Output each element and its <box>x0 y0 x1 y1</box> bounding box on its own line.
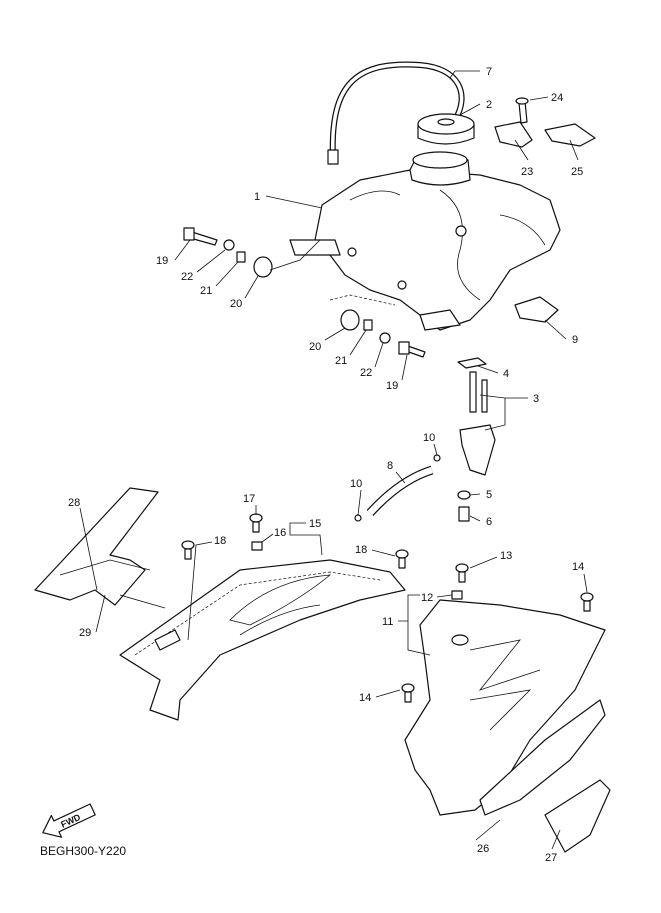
callout-21-upper: 21 <box>200 285 212 297</box>
callout-16: 16 <box>274 527 286 539</box>
fuel-cap <box>417 113 475 145</box>
callout-5: 5 <box>486 489 492 501</box>
bolt-14-left <box>401 683 415 703</box>
callout-14-right: 14 <box>572 561 584 573</box>
decal-28 <box>34 487 159 606</box>
decal-26 <box>479 699 606 816</box>
callout-9: 9 <box>572 334 578 346</box>
bolt-13 <box>455 563 469 583</box>
callout-24: 24 <box>551 92 563 104</box>
callout-23: 23 <box>521 166 533 178</box>
callout-28: 28 <box>68 497 80 509</box>
callout-18-right: 18 <box>355 544 367 556</box>
callout-25: 25 <box>571 166 583 178</box>
callout-10-lower: 10 <box>350 478 362 490</box>
diagram-code: BEGH300-Y220 <box>40 844 126 858</box>
part-9 <box>514 296 559 323</box>
callout-27: 27 <box>545 852 557 864</box>
clip-10 <box>433 454 441 462</box>
bracket-23 <box>494 121 533 148</box>
callout-14-left: 14 <box>359 692 371 704</box>
callout-17: 17 <box>243 493 255 505</box>
callout-4: 4 <box>503 368 509 380</box>
bolt-14-right <box>580 592 594 612</box>
bolt-18-left <box>181 540 195 560</box>
clip-10-lower <box>354 514 362 522</box>
callout-20-upper: 20 <box>230 298 242 310</box>
callout-20-lower: 20 <box>309 341 321 353</box>
callout-22-lower: 22 <box>360 367 372 379</box>
callout-10-upper: 10 <box>423 432 435 444</box>
collar-16 <box>251 541 263 551</box>
callout-11: 11 <box>382 616 393 628</box>
callout-21-lower: 21 <box>335 355 347 367</box>
callout-12: 12 <box>421 592 433 604</box>
callout-19-lower: 19 <box>386 380 398 392</box>
side-cover-15 <box>119 559 406 721</box>
callout-18-left: 18 <box>214 535 226 547</box>
callout-19-upper: 19 <box>156 255 168 267</box>
callout-7: 7 <box>486 66 492 78</box>
bolt-18-right <box>395 549 409 569</box>
screw-17 <box>249 513 263 533</box>
callout-22-upper: 22 <box>181 271 193 283</box>
bracket-25 <box>544 123 596 147</box>
collar-12 <box>451 590 463 600</box>
mount-hardware-lower <box>329 294 426 358</box>
fwd-arrow-icon: FWD <box>42 803 96 838</box>
callout-2: 2 <box>486 99 492 111</box>
leader-lines <box>79 70 588 850</box>
mount-hardware-upper <box>183 227 321 278</box>
callout-29: 29 <box>79 627 91 639</box>
callout-13: 13 <box>500 550 512 562</box>
fuel-tank <box>289 151 561 331</box>
decal-27 <box>544 779 611 853</box>
breather-hose <box>329 61 465 161</box>
callout-3: 3 <box>533 393 539 405</box>
callout-26: 26 <box>477 843 489 855</box>
hose-end <box>327 149 339 165</box>
callout-6: 6 <box>486 516 492 528</box>
callout-15: 15 <box>309 518 321 530</box>
callout-8: 8 <box>387 460 393 472</box>
callout-1: 1 <box>254 191 260 203</box>
